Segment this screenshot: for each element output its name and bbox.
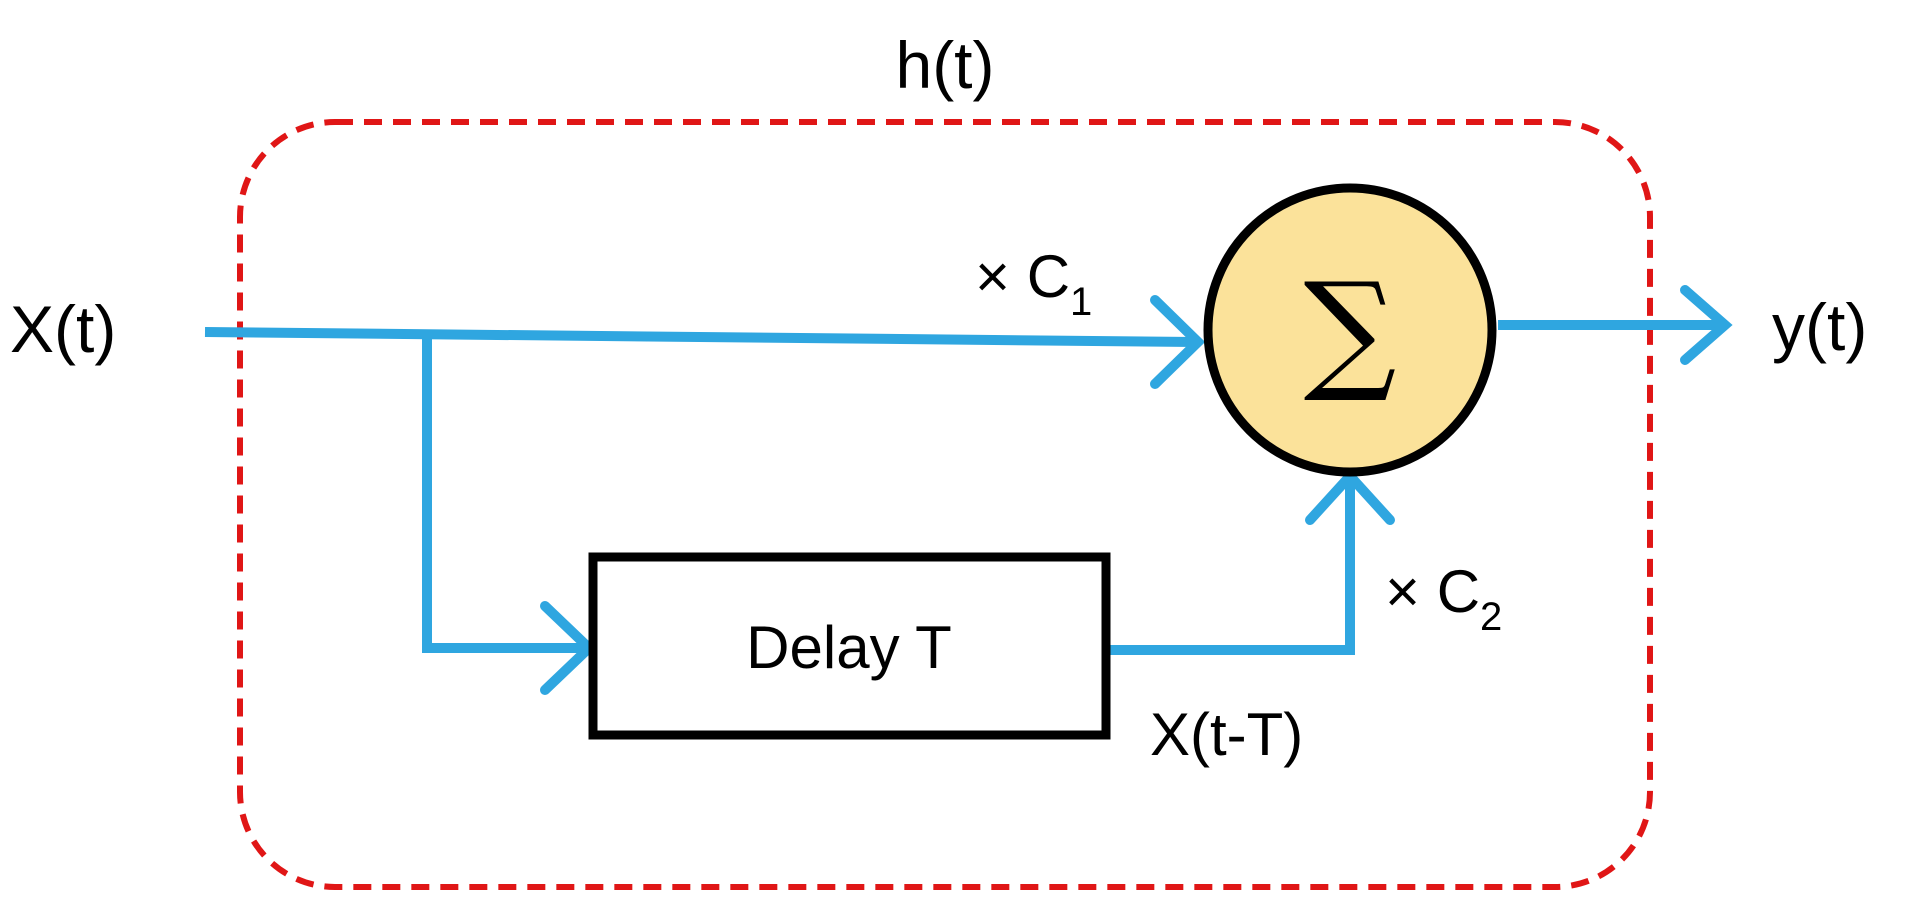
system-boundary [237,119,1653,890]
sigma-icon: ∑ [1304,254,1397,406]
delay-block-label: Delay T [746,614,952,681]
delay-to-summer-line [1107,478,1355,655]
gain-c2-text: × C [1385,558,1480,625]
gain-c2-label: × C2 [1385,558,1502,639]
output-label: y(t) [1772,290,1867,364]
gain-c1-label: × C1 [975,243,1092,324]
delay-block [588,552,1111,740]
delayed-signal-label: X(t-T) [1150,701,1303,768]
system-label: h(t) [896,28,995,102]
arrowhead-output-icon [1680,285,1733,365]
direct-path-line [204,327,1196,347]
signal-lines [204,285,1733,695]
branch-to-delay-line [422,332,587,653]
gain-c2-subscript: 2 [1480,595,1502,639]
gain-c1-subscript: 1 [1070,280,1092,324]
arrowhead-direct-icon [1150,295,1206,389]
input-label: X(t) [10,292,116,366]
summing-junction [1203,183,1497,477]
gain-c1-text: × C [975,243,1070,310]
